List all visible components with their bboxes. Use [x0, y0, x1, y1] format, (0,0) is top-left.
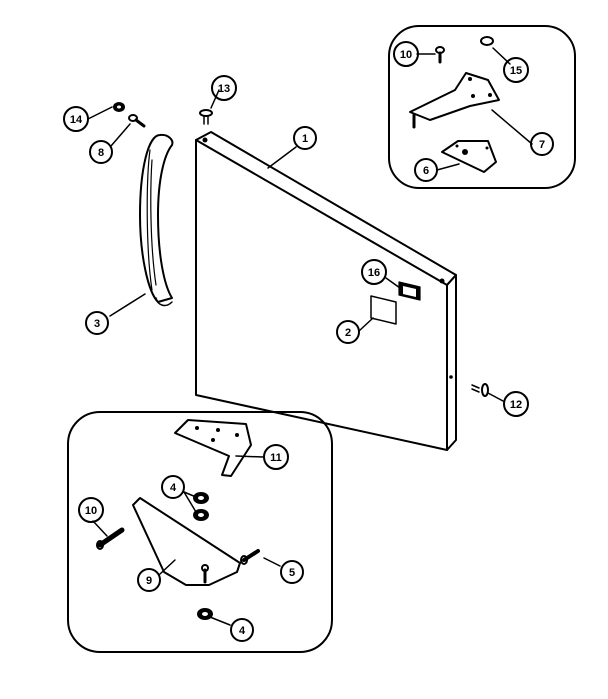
- leader-lines: [87, 47, 533, 626]
- callout-6: 6: [414, 158, 438, 182]
- plug-12: [471, 383, 489, 397]
- screw-8: [128, 114, 146, 128]
- washer-4-lower: [197, 608, 213, 620]
- screw-10-top: [435, 46, 445, 64]
- callout-14: 14: [63, 106, 89, 132]
- callout-1-label: 1: [302, 133, 308, 145]
- callout-11: 11: [263, 444, 289, 470]
- callout-8-label: 8: [98, 147, 104, 159]
- callout-3: 3: [85, 311, 109, 335]
- label-16-plate: [398, 281, 421, 301]
- callout-12-label: 12: [510, 399, 522, 411]
- washer-4-upper: [193, 492, 209, 521]
- callout-15-label: 15: [510, 65, 522, 77]
- callout-13-label: 13: [218, 83, 230, 95]
- door-handle: [139, 133, 174, 307]
- callout-10-top-label: 10: [400, 49, 412, 61]
- callout-9: 9: [137, 568, 161, 592]
- callout-5-label: 5: [289, 567, 295, 579]
- callout-16: 16: [361, 259, 387, 285]
- callout-2-label: 2: [345, 327, 351, 339]
- callout-4-upper: 4: [161, 475, 185, 499]
- callout-10-bottom: 10: [78, 497, 104, 523]
- hinge-inset-top: [388, 25, 576, 189]
- callout-1: 1: [293, 126, 317, 150]
- callout-16-label: 16: [368, 267, 380, 279]
- screw-5: [240, 549, 260, 565]
- callout-4-upper-label: 4: [170, 482, 177, 494]
- callout-10-top: 10: [393, 41, 419, 67]
- top-hinge-7: [409, 72, 500, 129]
- callout-10-bottom-label: 10: [85, 505, 97, 517]
- callout-5: 5: [280, 560, 304, 584]
- bottom-hinge-9: [132, 497, 241, 586]
- hinge-bracket-11: [174, 419, 252, 477]
- callout-7-label: 7: [539, 139, 545, 151]
- door-panel: [195, 131, 457, 451]
- callout-2: 2: [336, 320, 360, 344]
- shim-6: [441, 140, 497, 173]
- callout-8: 8: [89, 140, 113, 164]
- callout-3-label: 3: [94, 318, 100, 330]
- callout-4-lower-label: 4: [239, 625, 246, 637]
- callout-7: 7: [530, 132, 554, 156]
- screw-10-bottom: [96, 527, 125, 550]
- plug-13: [199, 109, 213, 125]
- callout-12: 12: [503, 391, 529, 417]
- callout-4-lower: 4: [230, 618, 254, 642]
- label-2-plate: [370, 295, 397, 325]
- hinge-inset-bottom: [67, 411, 333, 653]
- nut-14: [113, 102, 125, 112]
- callout-14-label: 14: [70, 114, 83, 126]
- callout-9-label: 9: [146, 575, 152, 587]
- callout-6-label: 6: [423, 165, 429, 177]
- callout-11-label: 11: [270, 452, 282, 464]
- callout-15: 15: [503, 57, 529, 83]
- cap-15: [480, 36, 494, 46]
- callout-13: 13: [211, 75, 237, 101]
